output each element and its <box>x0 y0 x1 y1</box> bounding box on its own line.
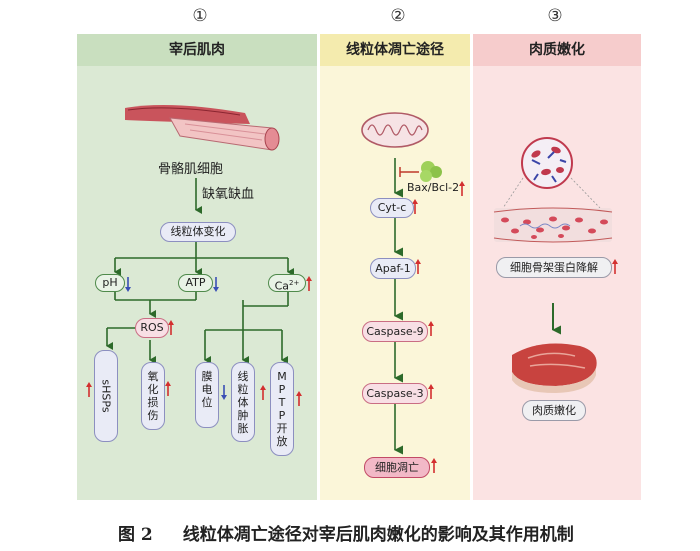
mito-swelling-char: 体 <box>237 396 249 409</box>
ph-node: pH <box>95 274 125 292</box>
membrane-potential-char: 膜 <box>201 370 213 383</box>
hypoxia-label: 缺氧缺血 <box>202 187 255 202</box>
bax-bcl2-label: Bax/Bcl-2 <box>407 181 460 194</box>
oxidative-damage-char: 氧 <box>147 370 159 383</box>
apaf1-node: Apaf-1 <box>370 258 416 279</box>
membrane-potential-char: 电 <box>201 383 213 396</box>
membrane-potential-node: 膜电位 <box>195 362 219 428</box>
bax-bcl2-protein-icon <box>399 161 442 182</box>
mito-swelling-char: 胀 <box>237 422 249 435</box>
shsps-node: sHSPs <box>94 350 118 442</box>
mptp-char: P <box>278 409 286 422</box>
mptp-char: M <box>277 370 287 383</box>
column-number-3: ③ <box>547 6 563 26</box>
header-postmortem-muscle: 宰后肌肉 <box>77 34 317 66</box>
membrane-potential-char: 位 <box>201 396 213 409</box>
figure-caption-text: 线粒体凋亡途径对宰后肌肉嫩化的影响及其作用机制 <box>182 525 574 545</box>
figure-number: 图 2 <box>118 525 153 545</box>
mito-swelling-node: 线粒体肿胀 <box>231 362 255 442</box>
oxidative-damage-char: 化 <box>147 383 159 396</box>
mptp-char: 放 <box>276 435 288 448</box>
calcium-base: Ca <box>274 279 290 293</box>
skeletal-muscle-illustration <box>125 104 280 151</box>
apoptosis-node: 细胞凋亡 <box>364 457 430 478</box>
mptp-char: 开 <box>276 422 288 435</box>
cytoskeleton-illustration <box>493 137 613 243</box>
column-number-1: ① <box>192 6 208 26</box>
caspase3-node: Caspase-3 <box>362 383 428 404</box>
skeletal-muscle-cell-label: 骨骼肌细胞 <box>158 162 224 177</box>
figure-caption: 图 2 线粒体凋亡途径对宰后肌肉嫩化的影响及其作用机制 <box>118 520 574 545</box>
caspase9-node: Caspase-9 <box>362 321 428 342</box>
header-mitochondrial-apoptosis: 线粒体凋亡途径 <box>320 34 470 66</box>
column-number-2: ② <box>390 6 406 26</box>
oxidative-damage-char: 伤 <box>147 409 159 422</box>
mito-swelling-char: 肿 <box>237 409 249 422</box>
steak-illustration <box>512 343 597 393</box>
header-meat-tenderization: 肉质嫩化 <box>473 34 641 66</box>
mptp-char: T <box>278 396 286 409</box>
calcium-node: Ca2+ <box>268 274 306 293</box>
mitochondrion-illustration <box>361 112 429 148</box>
shsps-label: sHSPs <box>99 379 113 413</box>
atp-node: ATP <box>178 274 213 292</box>
oxidative-damage-char: 损 <box>147 396 159 409</box>
tenderization-node: 肉质嫩化 <box>522 400 586 421</box>
mito-swelling-char: 粒 <box>237 383 249 396</box>
cytc-node: Cyt-c <box>370 198 414 218</box>
cytoskeleton-degradation-node: 细胞骨架蛋白降解 <box>496 257 612 278</box>
calcium-charge: 2+ <box>289 279 300 287</box>
mito-change-node: 线粒体变化 <box>160 222 236 242</box>
oxidative-damage-node: 氧化损伤 <box>141 362 165 430</box>
ros-node: ROS <box>135 318 169 338</box>
mito-swelling-char: 线 <box>237 370 249 383</box>
mptp-char: P <box>278 383 286 396</box>
